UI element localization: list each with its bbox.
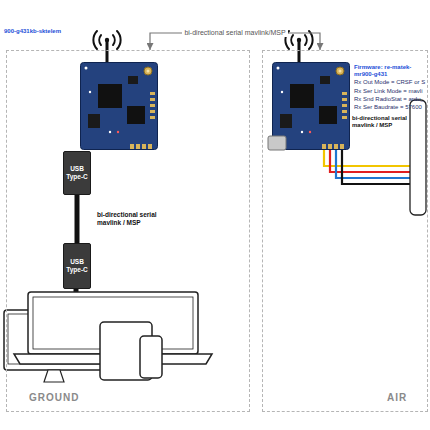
setting-line: Rx Ser Link Mode = mavli	[354, 88, 426, 95]
edge-label: bi-directional serial mavlink/MSP	[182, 29, 287, 37]
usb-cable	[75, 195, 80, 243]
firmware-name: 900-g431kb-sktelem	[4, 28, 88, 35]
usb-plug: USB Type-C	[63, 243, 91, 289]
setting-line: Rx Snd RadioStat = ardu_	[354, 96, 426, 103]
antenna-icon	[285, 31, 312, 62]
device-icons	[4, 292, 212, 382]
serial-wires	[324, 150, 410, 184]
firmware-settings: Firmware: re-matek-mr900-g431Rx Out Mode…	[354, 64, 426, 112]
ground-wire	[342, 150, 410, 184]
antenna-icon	[93, 31, 120, 62]
rx-wire	[336, 150, 410, 178]
signal-label: bi-directional serial mavlink / MSP	[352, 115, 408, 129]
connector-label: USB Type-C	[65, 258, 89, 274]
radio-module-board	[81, 63, 158, 150]
usb-connector: USB Type-C	[63, 151, 91, 195]
phone-icon	[140, 336, 162, 378]
flight-controller	[410, 100, 426, 215]
usb-c-port	[268, 136, 286, 150]
panel-title: GROUND	[29, 392, 79, 403]
edge-label: bi-directional serial mavlink / MSP	[95, 211, 177, 227]
radio-link-arrow	[150, 33, 320, 50]
ground-panel: GROUND USB Type-C USB Type-C	[6, 50, 250, 412]
air-panel: AIR	[262, 50, 428, 412]
monitor-stand	[44, 370, 64, 382]
panel-title: AIR	[387, 392, 407, 403]
setting-line: Rx Out Mode = CRSF or S	[354, 79, 426, 86]
connector-label: USB Type-C	[65, 165, 89, 181]
firmware-name: Firmware: re-matek-mr900-g431	[354, 64, 426, 78]
setting-line: Rx Ser Baudrate = 57600	[354, 104, 426, 111]
